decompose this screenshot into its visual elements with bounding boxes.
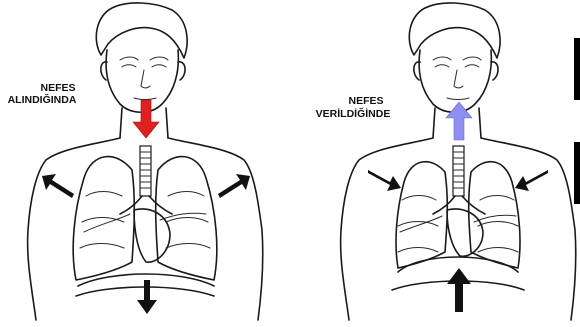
airflow-arrow-inhale	[133, 100, 159, 138]
lung-left	[73, 157, 134, 280]
ribs	[80, 192, 210, 249]
heart	[134, 209, 170, 262]
bronchi	[433, 196, 485, 214]
edge-block-bottom	[574, 142, 580, 204]
diaphragm-down-arrow	[137, 280, 157, 314]
nose	[141, 70, 150, 88]
brow-left	[120, 57, 138, 60]
exhale-figure: NEFES VERİLDİĞİNDE	[316, 3, 576, 320]
ribs	[398, 196, 518, 253]
chest-expand-arrow-left	[42, 174, 74, 198]
eye-left	[435, 65, 449, 67]
hair	[96, 3, 187, 58]
brow-right	[463, 57, 481, 60]
hair	[409, 3, 500, 58]
inhale-label-line1: NEFES	[40, 82, 75, 94]
eye-right	[152, 65, 166, 67]
heart	[447, 209, 483, 256]
inhale-figure: NEFES ALINDIĞINDA	[8, 3, 263, 320]
exhale-label-line2: VERİLDİĞİNDE	[316, 107, 391, 120]
brow-right	[150, 57, 168, 60]
lung-left	[396, 162, 447, 268]
airflow-arrow-exhale	[446, 102, 472, 140]
ear-right	[178, 62, 185, 80]
nose	[454, 70, 463, 88]
chest-expand-arrow-right	[218, 174, 250, 198]
chest-contract-arrow-left	[368, 170, 401, 191]
ear-right	[491, 62, 498, 80]
bronchi	[120, 196, 172, 214]
eye-right	[465, 65, 479, 67]
inhale-label-line2: ALINDIĞINDA	[8, 93, 77, 106]
mouth	[447, 98, 469, 100]
lobe-lines	[84, 213, 206, 232]
chest-contract-arrow-right	[515, 170, 548, 191]
lobe-lines	[400, 215, 516, 232]
exhale-label-line1: NEFES	[348, 95, 383, 107]
mouth	[134, 98, 156, 100]
edge-block-top	[574, 38, 580, 100]
diaphragm-up-arrow	[447, 268, 471, 312]
brow-left	[433, 57, 451, 60]
lung-right	[469, 162, 520, 268]
eye-left	[122, 65, 136, 67]
